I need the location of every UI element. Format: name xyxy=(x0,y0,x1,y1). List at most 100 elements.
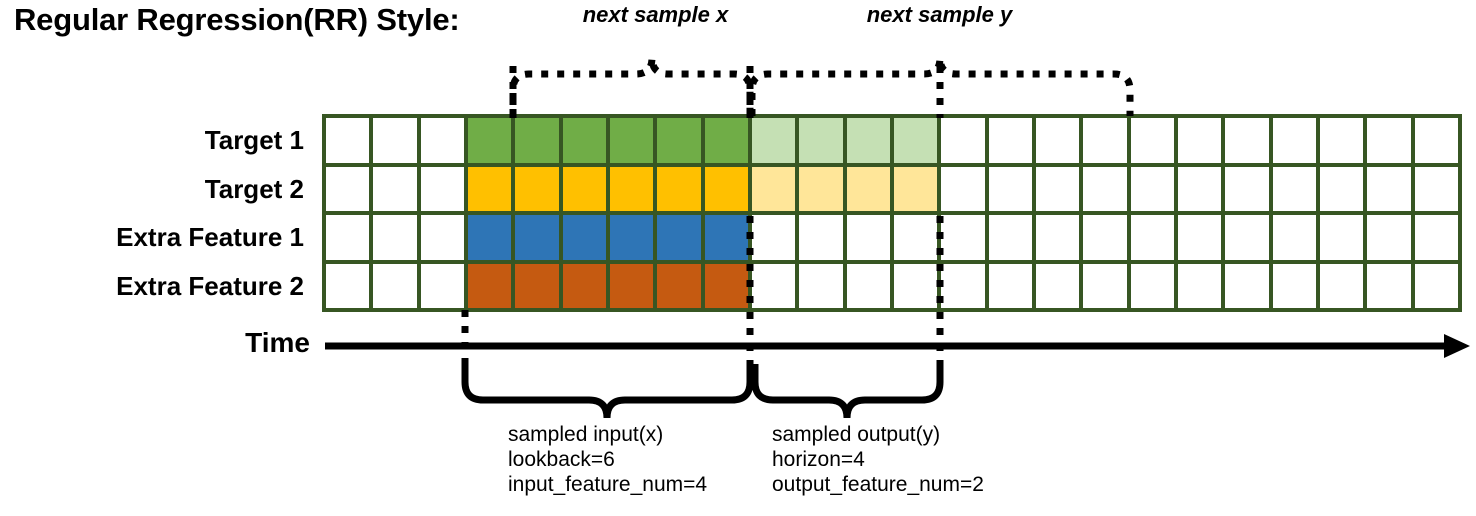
grid-cell-r3-c1 xyxy=(373,263,417,308)
grid-cell-r2-c6 xyxy=(609,215,654,260)
grid-cell-r1-c17 xyxy=(1130,166,1174,211)
grid-cell-r3-c9 xyxy=(751,263,796,308)
grid-cell-r3-c3 xyxy=(467,263,512,308)
grid-cell-r0-c3 xyxy=(467,118,512,163)
grid-cell-r3-c15 xyxy=(1035,263,1080,308)
grid-cell-r0-c2 xyxy=(420,118,464,163)
row-label-column: Target 1 Target 2 Extra Feature 1 Extra Fea… xyxy=(0,116,312,310)
grid-cell-r0-c1 xyxy=(373,118,417,163)
grid-cell-r0-c15 xyxy=(1035,118,1080,163)
grid-cell-r3-c22 xyxy=(1367,263,1411,308)
grid-cell-r2-c11 xyxy=(846,215,890,260)
grid-cell-r3-c4 xyxy=(515,263,559,308)
grid-cell-r3-c14 xyxy=(988,263,1032,308)
row-label-3: Extra Feature 2 xyxy=(116,270,304,301)
grid-cell-r0-c22 xyxy=(1367,118,1411,163)
row-label-2: Extra Feature 1 xyxy=(116,222,304,252)
page-title: Regular Regression(RR) Style: xyxy=(14,2,460,37)
grid-cell-r0-c18 xyxy=(1177,118,1222,163)
sampled-output-line1: sampled output(y) xyxy=(772,423,941,446)
grid-cell-r3-c23 xyxy=(1414,263,1458,308)
grid-cell-r3-c19 xyxy=(1225,263,1269,308)
grid-cell-r0-c21 xyxy=(1319,118,1364,163)
grid-cell-r1-c19 xyxy=(1225,166,1269,211)
grid-cell-r2-c1 xyxy=(373,215,417,260)
sampled-output-line2: horizon=4 xyxy=(772,448,865,471)
grid-cell-r2-c10 xyxy=(799,215,843,260)
grid-cell-r3-c20 xyxy=(1272,263,1316,308)
grid-cell-r1-c4 xyxy=(515,166,559,211)
grid-cell-r1-c13 xyxy=(941,166,985,211)
grid-cell-r3-c8 xyxy=(704,263,748,308)
grid-cell-r2-c12 xyxy=(893,215,938,260)
row-label-1: Target 2 xyxy=(204,173,304,204)
grid-cell-r0-c8 xyxy=(704,118,748,163)
grid-cell-r3-c0 xyxy=(326,263,370,308)
grid-cell-r1-c12 xyxy=(893,166,938,211)
grid-row xyxy=(326,263,1458,308)
grid-cell-r1-c20 xyxy=(1272,166,1316,211)
grid-cell-r2-c8 xyxy=(704,215,748,260)
grid-cell-r0-c9 xyxy=(751,118,796,163)
grid-cell-r0-c4 xyxy=(515,118,559,163)
grid-cell-r3-c17 xyxy=(1130,263,1174,308)
grid-cell-r0-c11 xyxy=(846,118,890,163)
grid-row xyxy=(326,166,1458,211)
grid-cell-r0-c23 xyxy=(1414,118,1458,163)
grid-cell-r0-c13 xyxy=(941,118,985,163)
row-label-0: Target 1 xyxy=(204,125,304,155)
grid-cell-r3-c12 xyxy=(893,263,938,308)
grid-cell-r2-c17 xyxy=(1130,215,1174,260)
grid-cell-r2-c2 xyxy=(420,215,464,260)
grid-cell-r2-c21 xyxy=(1319,215,1364,260)
sampled-input-line1: sampled input(x) xyxy=(508,423,664,446)
grid-cell-r0-c12 xyxy=(893,118,938,163)
grid-cell-r1-c7 xyxy=(657,166,701,211)
grid-cell-r1-c18 xyxy=(1177,166,1222,211)
grid-cell-r2-c7 xyxy=(657,215,701,260)
time-axis-label: Time xyxy=(245,327,310,358)
grid-cell-r3-c5 xyxy=(562,263,606,308)
grid-cell-r1-c22 xyxy=(1367,166,1411,211)
grid-cell-r0-c17 xyxy=(1130,118,1174,163)
sampled-output-line3: output_feature_num=2 xyxy=(772,473,984,496)
sampled-input-line3: input_feature_num=4 xyxy=(508,473,708,496)
grid-cell-r2-c9 xyxy=(751,215,796,260)
grid-row xyxy=(326,118,1458,163)
grid-cell-r1-c9 xyxy=(751,166,796,211)
grid-cell-r2-c16 xyxy=(1083,215,1127,260)
grid-cell-r1-c1 xyxy=(373,166,417,211)
grid-cell-r0-c0 xyxy=(326,118,370,163)
grid-cell-r1-c11 xyxy=(846,166,890,211)
grid-cell-r0-c5 xyxy=(562,118,606,163)
grid-cell-r1-c5 xyxy=(562,166,606,211)
grid-cell-r0-c6 xyxy=(609,118,654,163)
grid-cell-r1-c6 xyxy=(609,166,654,211)
grid-cell-r3-c7 xyxy=(657,263,701,308)
grid-cell-r1-c21 xyxy=(1319,166,1364,211)
grid-cell-r1-c8 xyxy=(704,166,748,211)
grid-cell-r3-c21 xyxy=(1319,263,1364,308)
grid-cell-r2-c18 xyxy=(1177,215,1222,260)
grid-row xyxy=(326,215,1458,260)
grid-cell-r1-c3 xyxy=(467,166,512,211)
grid-cell-r3-c16 xyxy=(1083,263,1127,308)
grid-cell-r0-c7 xyxy=(657,118,701,163)
grid-cell-r2-c22 xyxy=(1367,215,1411,260)
grid-cell-r1-c0 xyxy=(326,166,370,211)
grid-cell-r2-c3 xyxy=(467,215,512,260)
grid-cell-r3-c6 xyxy=(609,263,654,308)
brace-sampled-output xyxy=(751,364,944,419)
grid-cell-r2-c13 xyxy=(941,215,985,260)
grid-cell-r1-c16 xyxy=(1083,166,1127,211)
grid-cell-r2-c23 xyxy=(1414,215,1458,260)
grid-cell-r2-c20 xyxy=(1272,215,1316,260)
annotation-next-sample-x: next sample x xyxy=(582,2,729,27)
grid-cell-r2-c14 xyxy=(988,215,1032,260)
grid-cell-r2-c5 xyxy=(562,215,606,260)
grid-cell-r3-c2 xyxy=(420,263,464,308)
grid-cell-r2-c0 xyxy=(326,215,370,260)
timeseries-grid xyxy=(322,114,1462,312)
annotation-sampled-input: sampled input(x) lookback=6 input_featur… xyxy=(508,422,707,497)
